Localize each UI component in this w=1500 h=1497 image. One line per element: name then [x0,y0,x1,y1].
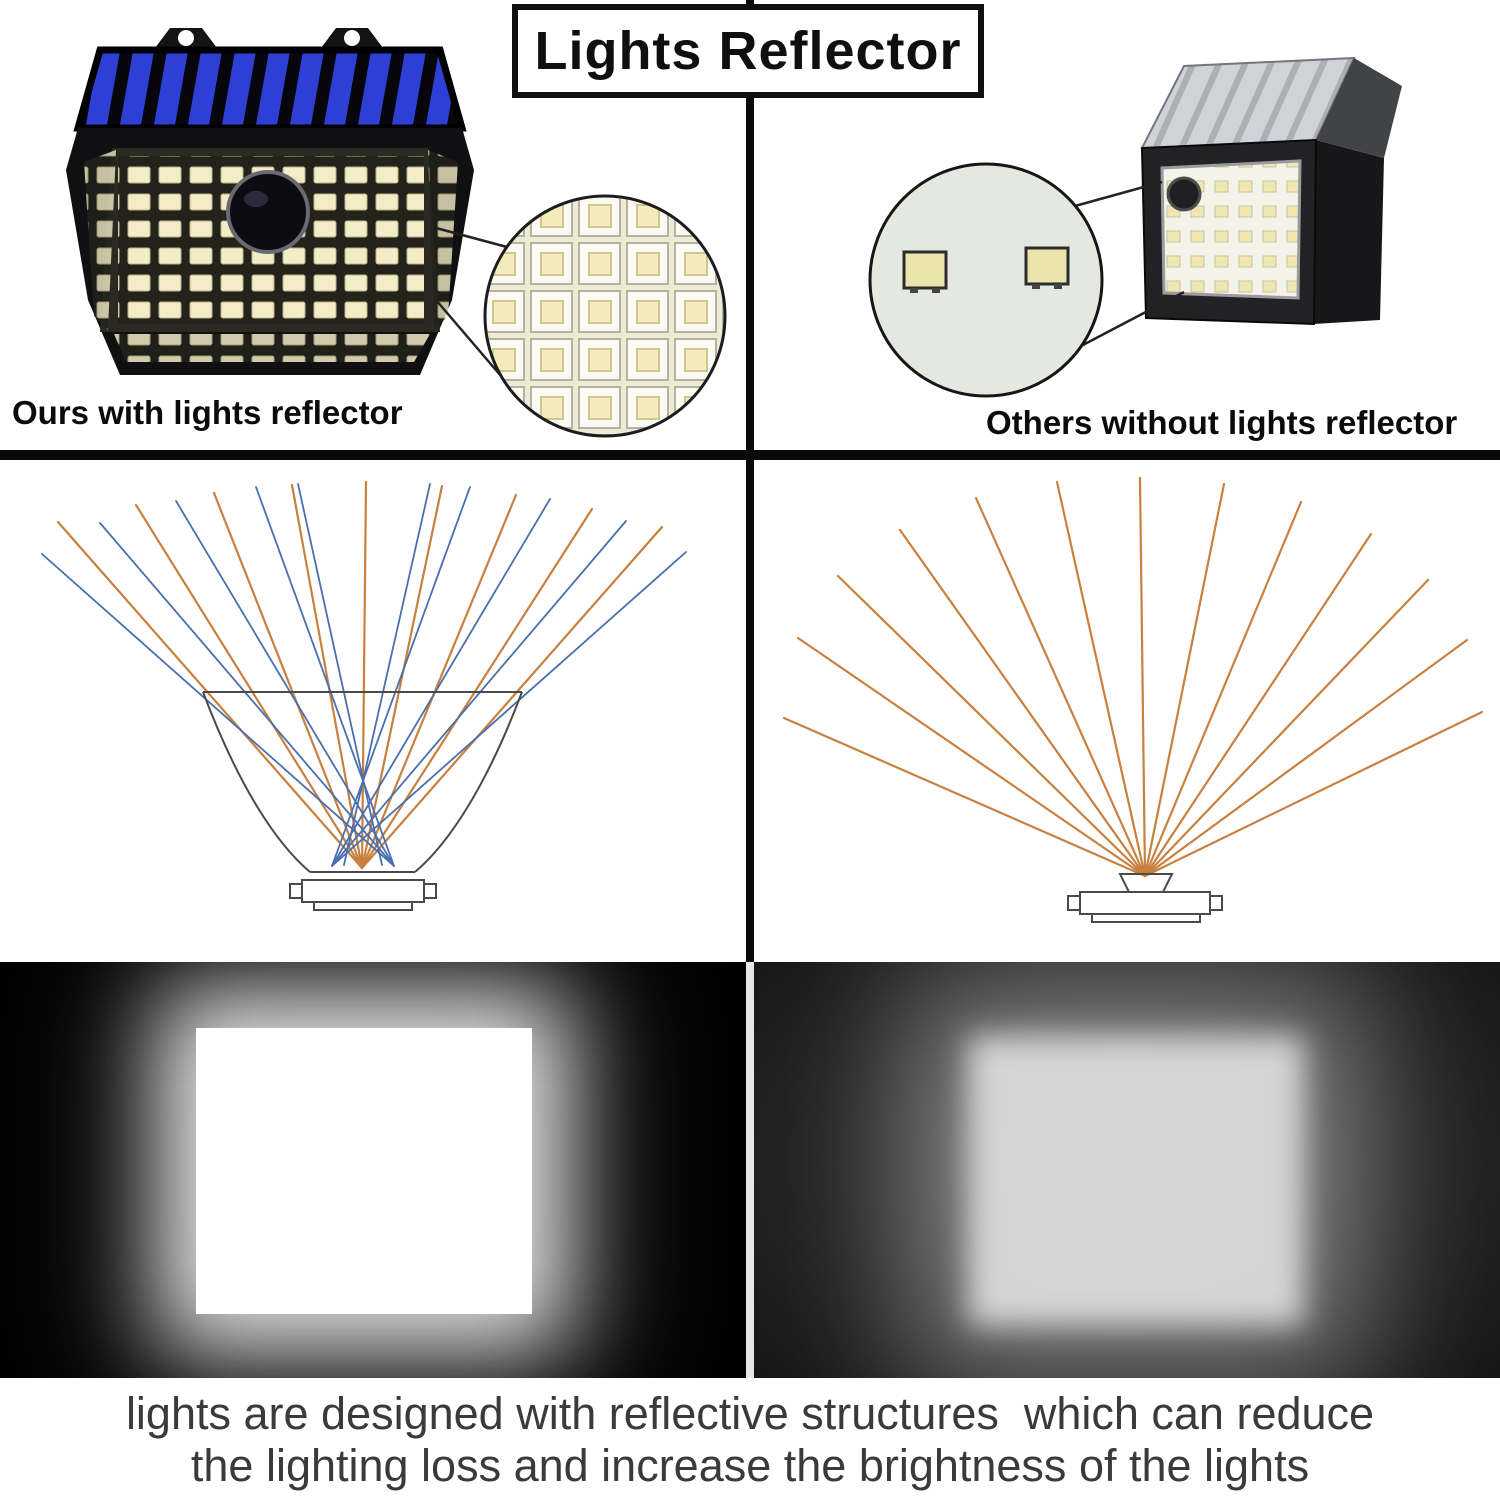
title-box: Lights Reflector [512,4,984,98]
magnifier-reflector-cups [483,194,727,438]
solar-panel [73,46,467,132]
magnifier-bare-leds [868,162,1104,398]
dim-light-square [968,1036,1304,1326]
footer-line-1: lights are designed with reflective stru… [125,1388,1375,1439]
solar-wall-light-others [1140,56,1402,326]
reflected-rays [41,480,687,870]
scattered-rays [782,476,1484,878]
reflector-ray-diagram [0,460,746,962]
bare-led-chip [902,250,948,293]
motion-sensor [226,170,310,254]
bright-light-square [196,1028,532,1314]
horizontal-divider [0,450,1500,460]
led-base-ours [289,879,437,911]
motion-sensor-others [1166,176,1202,212]
reflector-cup-outline [202,691,523,873]
footer-line-2: the lighting loss and increase the brigh… [190,1440,1310,1492]
bare-led-chip [1024,246,1070,289]
photo-divider [746,962,754,1378]
caption-others: Others without lights reflector [986,404,1458,441]
others-product-illustration [868,56,1402,398]
light-output-photo-ours [0,962,746,1378]
vertical-divider [746,0,754,962]
zoom-callout-others [868,162,1185,398]
page-title: Lights Reflector [534,21,962,81]
led-base-others [1067,873,1223,923]
mount-tabs [152,28,386,52]
bare-led-ray-diagram [754,460,1500,962]
zoom-callout-ours [435,194,727,438]
footer-caption: lights are designed with reflective stru… [0,1378,1500,1497]
caption-ours: Ours with lights reflector [12,394,403,431]
solar-wall-light-ours [66,28,474,375]
light-output-photo-others [754,962,1500,1378]
ours-product-illustration [66,28,727,438]
